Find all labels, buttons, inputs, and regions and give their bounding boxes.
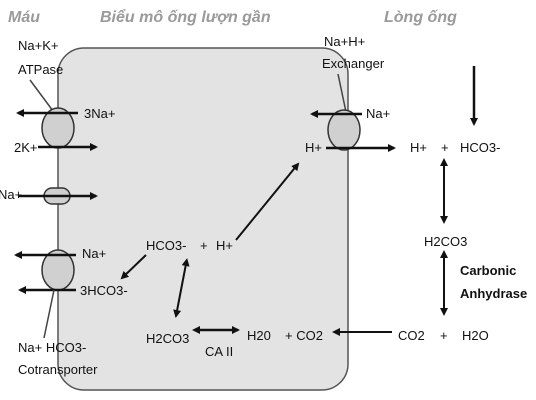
cell-plus-label: +	[200, 238, 208, 253]
na-channel-label: Na+	[0, 187, 22, 202]
cell-h2co3-label: H2CO3	[146, 331, 189, 346]
carbonic-label-1: Carbonic	[460, 263, 516, 278]
exchanger-pointer-line	[337, 73, 347, 113]
header-blood: Máu	[8, 9, 40, 26]
three-hco3-label: 3HCO3-	[80, 283, 128, 298]
exchanger-transporter	[327, 109, 361, 151]
cell-co2-label: + CO2	[285, 328, 323, 343]
h-to-exchanger-arrow	[235, 162, 300, 241]
lumen-co2-label: CO2	[398, 328, 425, 343]
na-k-atpase-label-1: Na+K+	[18, 38, 58, 53]
na-k-atpase-label-2: ATPase	[18, 62, 63, 77]
cell-h2-label: H+	[216, 238, 233, 253]
lumen-plus2-label: +	[440, 328, 448, 343]
carbonic-label-2: Anhydrase	[460, 286, 527, 301]
cotransporter-label-2: Cotransporter	[18, 362, 98, 377]
lumen-hco3-label: HCO3-	[460, 140, 500, 155]
hco3-h2co3-arrow	[173, 258, 190, 318]
two-k-label: 2K+	[14, 140, 38, 155]
exchanger-na-label: Na+	[366, 106, 390, 121]
cotrans-pointer-line	[43, 289, 55, 339]
cotrans-na-label: Na+	[82, 246, 106, 261]
epithelial-cell	[57, 47, 349, 391]
lumen-plus-label: +	[441, 140, 449, 155]
exchanger-label-1: Na+H+	[324, 34, 365, 49]
three-na-label: 3Na+	[84, 106, 115, 121]
lumen-h2o-label: H2O	[462, 328, 489, 343]
cell-h-label: H+	[305, 140, 322, 155]
cell-h2o-label: H20	[247, 328, 271, 343]
header-lumen: Lòng ống	[384, 9, 457, 26]
cotransporter-label-1: Na+ HCO3-	[18, 340, 86, 355]
lumen-h2co3-label: H2CO3	[424, 234, 467, 249]
cell-hco3-label: HCO3-	[146, 238, 186, 253]
lumen-h-label: H+	[410, 140, 427, 155]
ca-ii-label: CA II	[205, 344, 233, 359]
header-cell: Biểu mô ống lượn gần	[100, 8, 271, 26]
hco3-to-cotrans-arrow	[120, 254, 147, 280]
exchanger-label-2: Exchanger	[322, 56, 385, 71]
